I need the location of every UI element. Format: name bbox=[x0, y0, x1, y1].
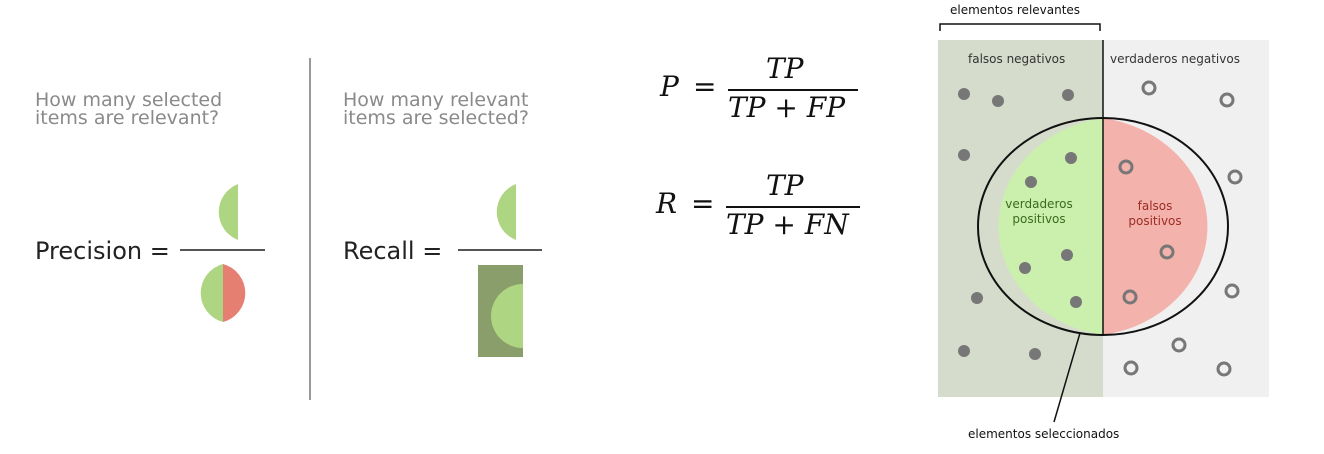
relevance-diagram: elementos relevantes falsos negativos ve… bbox=[938, 3, 1269, 441]
precision-question: How many selected items are relevant? bbox=[35, 89, 223, 129]
irrelevant-items bbox=[1118, 80, 1243, 377]
irrelevant-item-circle bbox=[1224, 283, 1240, 299]
precision-fraction-diagram bbox=[180, 184, 265, 322]
selected-elements-label: elementos seleccionados bbox=[968, 427, 1119, 441]
relevant-item-dot bbox=[1025, 176, 1037, 188]
irrelevant-item-circle bbox=[1123, 360, 1139, 376]
irrelevant-item-circle bbox=[1141, 80, 1157, 96]
precision-numerator-half-circle bbox=[218, 184, 238, 240]
relevant-item-dot bbox=[958, 345, 970, 357]
precision-formula: P = TP TP + FP bbox=[660, 52, 870, 124]
relevant-item-dot bbox=[1065, 152, 1077, 164]
irrelevant-item-circle bbox=[1118, 159, 1134, 175]
irrelevant-item-circle bbox=[1122, 289, 1138, 305]
recall-formula: R = TP TP + FN bbox=[656, 169, 866, 241]
recall-fraction-line bbox=[726, 206, 860, 208]
recall-denominator: TP + FN bbox=[726, 208, 849, 241]
relevant-item-dot bbox=[1029, 348, 1041, 360]
relevant-item-dot bbox=[1070, 296, 1082, 308]
irrelevant-item-circle bbox=[1227, 169, 1243, 185]
true-positives-region bbox=[998, 118, 1103, 335]
false-positives-label-line2: positivos bbox=[1128, 214, 1181, 228]
precision-numerator: TP bbox=[766, 52, 804, 85]
recall-symbol: R bbox=[656, 187, 678, 220]
precision-symbol: P bbox=[660, 70, 679, 103]
relevant-item-dot bbox=[992, 95, 1004, 107]
relevant-items bbox=[958, 88, 1082, 360]
precision-denominator-green-half bbox=[200, 264, 223, 322]
relevant-bracket bbox=[939, 23, 1101, 31]
recall-denominator-half-circle bbox=[491, 284, 523, 348]
irrelevant-item-circle bbox=[1171, 337, 1187, 353]
recall-numerator: TP bbox=[766, 169, 804, 202]
relevant-item-dot bbox=[958, 88, 970, 100]
true-positives-label-line1: verdaderos bbox=[1005, 197, 1072, 211]
precision-label: Precision = bbox=[35, 237, 170, 265]
precision-denominator: TP + FP bbox=[728, 91, 846, 124]
relevant-item-dot bbox=[971, 292, 983, 304]
true-positives-label-line2: positivos bbox=[1012, 212, 1065, 226]
relevant-item-dot bbox=[958, 149, 970, 161]
irrelevant-item-circle bbox=[1159, 244, 1175, 260]
relevant-item-dot bbox=[1062, 89, 1074, 101]
recall-label: Recall = bbox=[343, 237, 443, 265]
false-negatives-label: falsos negativos bbox=[968, 52, 1065, 66]
recall-question: How many relevant items are selected? bbox=[343, 89, 529, 129]
false-positives-label-line1: falsos bbox=[1138, 199, 1173, 213]
precision-fraction-line bbox=[728, 89, 858, 91]
relevant-item-dot bbox=[1061, 249, 1073, 261]
precision-denominator-red-half bbox=[223, 264, 246, 322]
irrelevant-item-circle bbox=[1216, 361, 1232, 377]
recall-numerator-half-circle bbox=[496, 184, 516, 240]
relevant-item-dot bbox=[1019, 262, 1031, 274]
irrelevant-item-circle bbox=[1219, 92, 1235, 108]
panel-divider bbox=[309, 58, 311, 400]
recall-equals: = bbox=[691, 187, 715, 220]
precision-equals: = bbox=[693, 70, 717, 103]
recall-fraction-diagram bbox=[458, 184, 542, 357]
true-negatives-label: verdaderos negativos bbox=[1110, 52, 1240, 66]
selected-elements-pointer bbox=[1053, 332, 1081, 423]
relevant-elements-label: elementos relevantes bbox=[950, 3, 1080, 17]
